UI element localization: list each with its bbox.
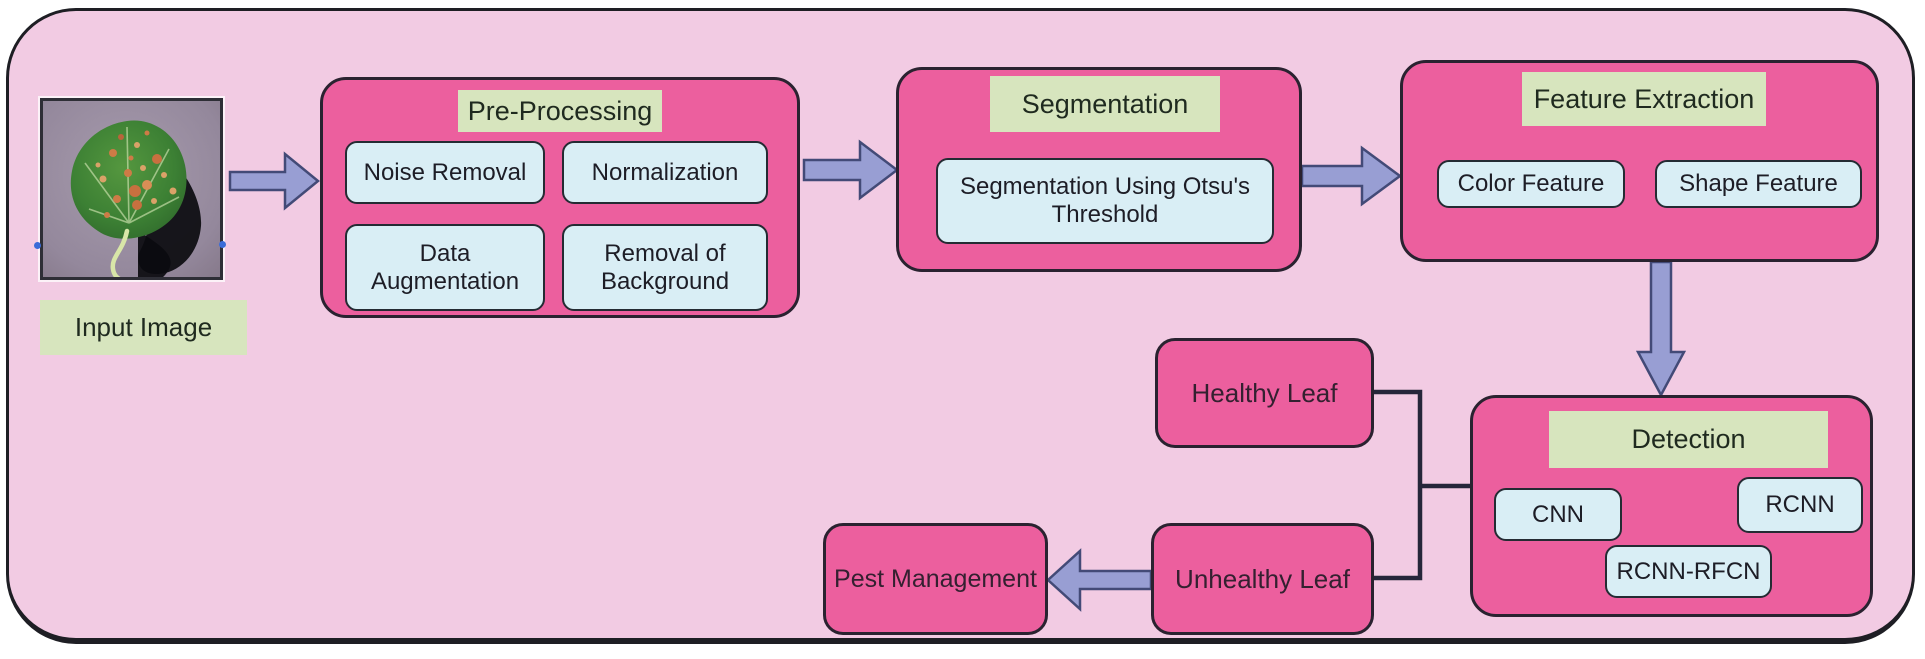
detection-title: Detection (1549, 411, 1828, 468)
rcnn-box: RCNN (1737, 477, 1863, 533)
feature-extraction-title: Feature Extraction (1522, 72, 1766, 126)
unhealthy-leaf-box: Unhealthy Leaf (1151, 523, 1374, 635)
normalization-box: Normalization (562, 141, 768, 204)
otsu-threshold-box: Segmentation Using Otsu's Threshold (936, 158, 1274, 244)
noise-removal-box: Noise Removal (345, 141, 545, 204)
leaf-photo-illustration (43, 101, 220, 277)
pest-management-box: Pest Management (823, 523, 1048, 635)
input-image-label: Input Image (40, 300, 247, 355)
preprocessing-title: Pre-Processing (458, 90, 662, 132)
healthy-leaf-box: Healthy Leaf (1155, 338, 1374, 448)
shape-feature-box: Shape Feature (1655, 160, 1862, 208)
color-feature-box: Color Feature (1437, 160, 1625, 208)
data-augmentation-box: Data Augmentation (345, 224, 545, 311)
selection-handle-left (34, 242, 41, 249)
removal-of-background-box: Removal of Background (562, 224, 768, 311)
selection-handle-right (219, 241, 226, 248)
input-leaf-photo (38, 96, 225, 282)
segmentation-title: Segmentation (990, 76, 1220, 132)
rcnn-rfcn-box: RCNN-RFCN (1605, 545, 1772, 598)
cnn-box: CNN (1494, 488, 1622, 541)
